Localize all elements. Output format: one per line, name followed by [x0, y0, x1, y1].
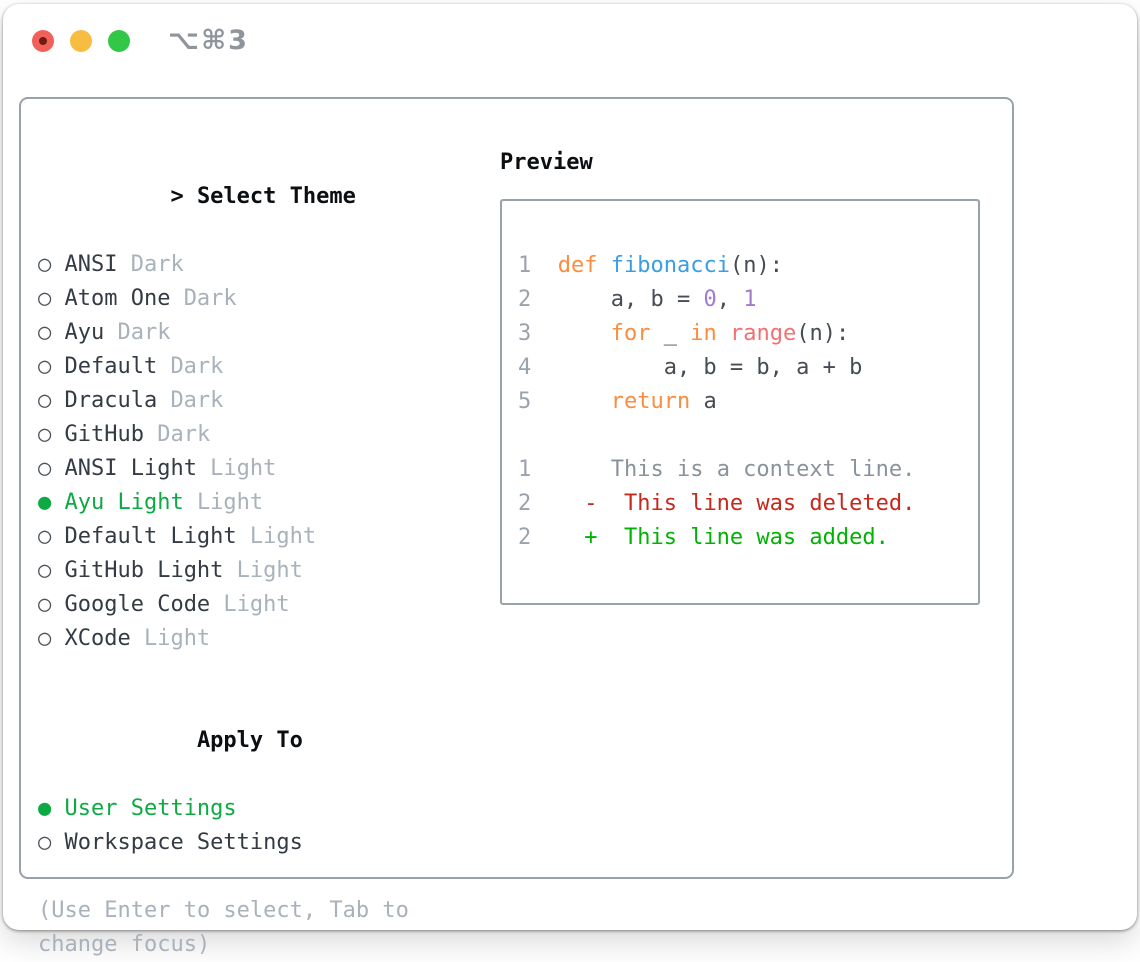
radio-icon: ○ — [38, 422, 52, 447]
theme-option-atom-one[interactable]: ○ Atom One Dark — [38, 282, 500, 316]
option-label: ANSI — [64, 252, 118, 277]
option-label: Default — [64, 354, 158, 379]
select-theme-title: Select Theme — [196, 184, 356, 209]
option-label: XCode — [64, 626, 131, 651]
option-label: Google Code — [64, 592, 211, 617]
code-line: 4 a, b = b, a + b — [518, 355, 863, 380]
variant-label: Dark — [130, 252, 184, 277]
variant-label: Light — [143, 626, 211, 651]
radio-icon: ○ — [38, 320, 52, 345]
code-line: 5 return a — [518, 389, 717, 414]
apply-option-workspace-settings[interactable]: ○ Workspace Settings — [38, 826, 500, 860]
close-dot-icon — [39, 37, 47, 45]
theme-option-github[interactable]: ○ GitHub Dark — [38, 418, 500, 452]
variant-label: Dark — [183, 286, 237, 311]
code-line: 3 for _ in range(n): — [518, 321, 850, 346]
prompt-icon: > — [170, 184, 184, 209]
variant-label: Light — [210, 456, 277, 481]
radio-selected-icon: ● — [38, 796, 52, 821]
option-label: Dracula — [64, 388, 158, 413]
zoom-button[interactable] — [108, 30, 130, 52]
option-label: User Settings — [64, 796, 237, 821]
preview-code-block: 1 def fibonacci(n): 2 a, b = 0, 1 3 for _ … — [518, 249, 978, 419]
apply-option-user-settings[interactable]: ● User Settings — [38, 792, 500, 826]
diff-line: 1 This is a context line. — [518, 457, 916, 482]
radio-icon: ○ — [38, 626, 52, 651]
radio-icon: ○ — [38, 388, 52, 413]
radio-icon: ○ — [38, 830, 52, 855]
code-line: 1 def fibonacci(n): — [518, 253, 783, 278]
diff-line: 2 + This line was added. — [518, 525, 889, 550]
theme-option-ansi-light[interactable]: ○ ANSI Light Light — [38, 452, 500, 486]
variant-label: Light — [249, 524, 317, 549]
traffic-lights — [32, 30, 130, 52]
option-label: ANSI Light — [64, 456, 197, 481]
apply-to-heading: Apply To — [38, 690, 500, 792]
theme-option-dracula[interactable]: ○ Dracula Dark — [38, 384, 500, 418]
window-shortcut-label: ⌥⌘3 — [168, 25, 249, 56]
radio-icon: ○ — [38, 456, 52, 481]
radio-selected-icon: ● — [38, 490, 52, 515]
diff-line: 2 - This line was deleted. — [518, 491, 916, 516]
radio-icon: ○ — [38, 592, 52, 617]
select-theme-heading: > Select Theme — [38, 146, 500, 248]
theme-option-default[interactable]: ○ Default Dark — [38, 350, 500, 384]
variant-label: Light — [196, 490, 264, 515]
variant-label: Light — [223, 592, 290, 617]
theme-option-github-light[interactable]: ○ GitHub Light Light — [38, 554, 500, 588]
option-label: Atom One — [64, 286, 171, 311]
variant-label: Dark — [157, 422, 211, 447]
preview-diff-block: 1 This is a context line. 2 - This line w… — [518, 453, 978, 555]
option-label: Workspace Settings — [64, 830, 303, 855]
radio-icon: ○ — [38, 252, 52, 277]
preview-box: 1 def fibonacci(n): 2 a, b = 0, 1 3 for _ … — [500, 199, 980, 605]
option-label: GitHub — [64, 422, 144, 447]
keyboard-hint: (Use Enter to select, Tab to change focu… — [38, 898, 409, 957]
variant-label: Dark — [170, 354, 224, 379]
theme-option-ayu-light[interactable]: ● Ayu Light Light — [38, 486, 500, 520]
variant-label: Dark — [170, 388, 224, 413]
apply-to-title: Apply To — [196, 728, 303, 753]
radio-icon: ○ — [38, 286, 52, 311]
theme-option-default-light[interactable]: ○ Default Light Light — [38, 520, 500, 554]
option-label: Ayu — [64, 320, 105, 345]
code-line: 2 a, b = 0, 1 — [518, 287, 757, 312]
close-button[interactable] — [32, 30, 54, 52]
theme-option-ansi[interactable]: ○ ANSI Dark — [38, 248, 500, 282]
radio-icon: ○ — [38, 524, 52, 549]
option-label: Ayu Light — [64, 490, 184, 515]
theme-option-ayu[interactable]: ○ Ayu Dark — [38, 316, 500, 350]
variant-label: Light — [236, 558, 303, 583]
theme-option-google-code[interactable]: ○ Google Code Light — [38, 588, 500, 622]
variant-label: Dark — [117, 320, 171, 345]
option-label: GitHub Light — [64, 558, 224, 583]
theme-option-xcode[interactable]: ○ XCode Light — [38, 622, 500, 656]
apply-to-list: ● User Settings ○ Workspace Settings — [38, 792, 500, 860]
preview-title: Preview — [500, 150, 593, 175]
preview-column: Preview 1 def fibonacci(n): 2 a, b = 0, 1… — [500, 146, 1012, 962]
radio-icon: ○ — [38, 354, 52, 379]
minimize-button[interactable] — [70, 30, 92, 52]
radio-icon: ○ — [38, 558, 52, 583]
option-label: Default Light — [64, 524, 237, 549]
